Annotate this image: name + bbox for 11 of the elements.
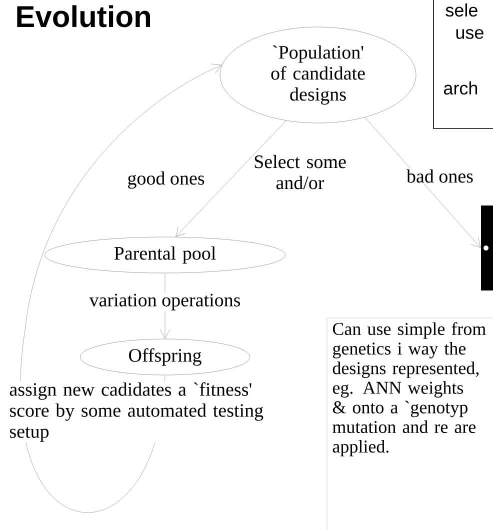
note-box: sele use arch (433, 0, 493, 129)
edge-label: good ones (126, 170, 206, 190)
annotation: Select some and/or (254, 154, 346, 190)
dark-box (481, 206, 493, 290)
edge-label: variation operations (88, 292, 242, 312)
arrow (364, 117, 481, 248)
note-box: Can use simple from genetics i way the designs represented, eg. ANN weights & onto a `genotyp mutation and re are applied. (326, 318, 493, 530)
edge-label: bad ones (406, 168, 474, 184)
edge-label: assign new cadidates a `fitness' score by some automated testing setup (8, 381, 272, 443)
title: Evolution (17, 5, 150, 28)
arrow (176, 120, 286, 237)
